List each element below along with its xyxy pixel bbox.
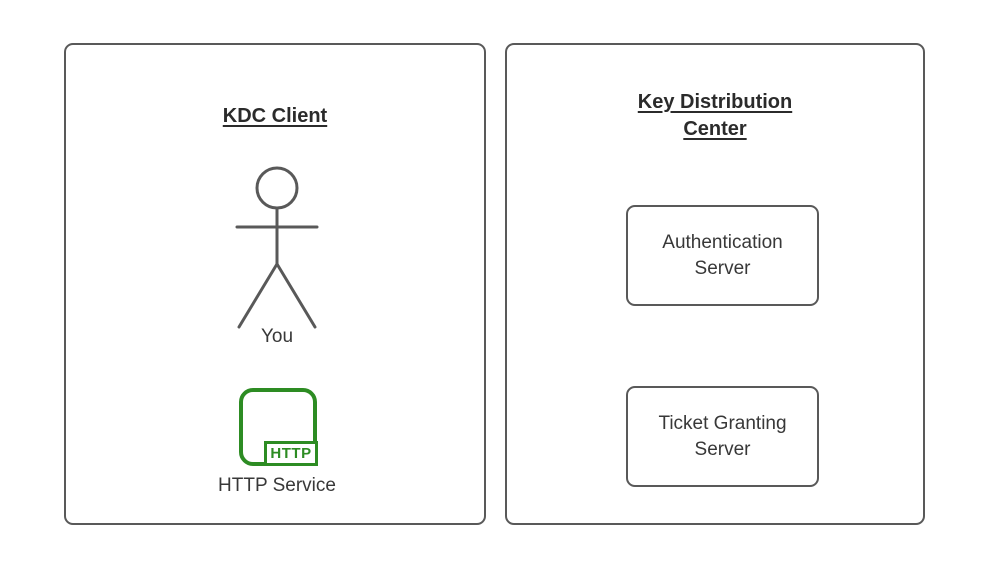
ticket-granting-server-label-line1: Ticket Granting [658,412,787,434]
kdc-client-title-text: KDC Client [222,105,328,127]
kdc-client-title: KDC Client [66,103,484,130]
actor-label: You [260,326,294,347]
http-service-icon: HTTP [239,388,318,466]
authentication-server-label-line2: Server [694,257,751,279]
authentication-server-box: Authentication Server [626,205,819,306]
ticket-granting-server-box: Ticket Granting Server [626,386,819,487]
kdc-title-line2: Center [683,118,747,140]
authentication-server-label-line1: Authentication [662,231,783,253]
key-distribution-center-panel: Key Distribution Center Authentication S… [505,43,925,525]
stick-figure-actor-icon [235,166,319,329]
ticket-granting-server-label-line2: Server [694,438,751,460]
kdc-client-panel: KDC Client You HTTP HTTP Service [64,43,486,525]
key-distribution-center-title: Key Distribution Center [507,89,923,143]
kdc-title-line1: Key Distribution [637,91,793,113]
http-badge: HTTP [264,441,318,466]
http-service-label: HTTP Service [218,475,336,496]
